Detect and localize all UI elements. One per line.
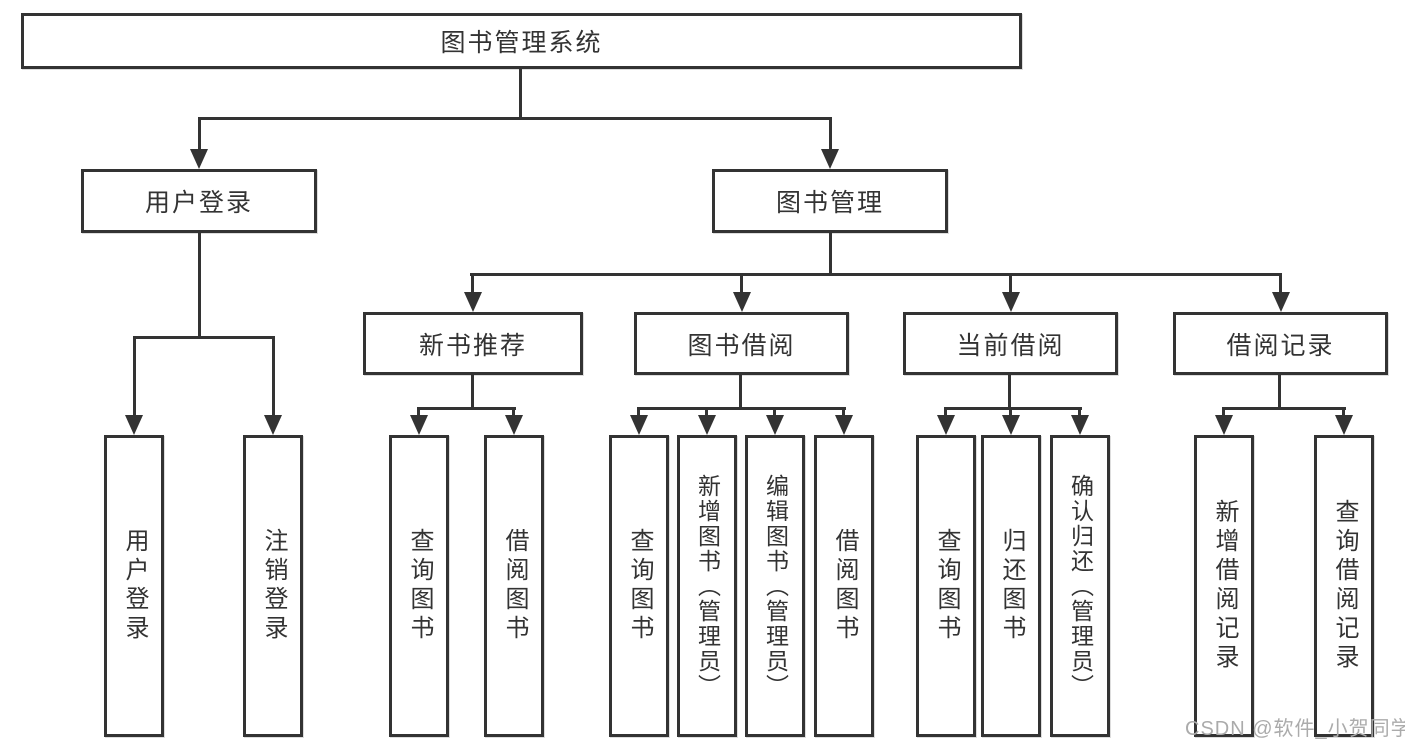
leaf-add-borrow-record-label: 新增借阅记录	[1211, 499, 1238, 673]
connector-drop-add-borrow-record	[1222, 407, 1225, 419]
node-user-login-label: 用户登录	[144, 189, 253, 217]
arrowhead-leaf-user-login	[125, 415, 143, 435]
connector-current-borrow-split	[944, 407, 1082, 410]
connector-drop-query-books-2	[637, 407, 640, 419]
arrowhead-query-books-3	[937, 415, 955, 435]
connector-borrow-records-split	[1222, 407, 1346, 410]
leaf-query-borrow-record-label: 查询借阅记录	[1331, 499, 1358, 673]
arrowhead-add-borrow-record	[1215, 415, 1233, 435]
arrowhead-query-books-2	[630, 415, 648, 435]
leaf-add-borrow-record: 新增借阅记录	[1194, 435, 1254, 737]
connector-drop-query-books-1	[417, 407, 420, 419]
connector-drop-user-login	[198, 117, 201, 151]
connector-book-management-stub	[829, 233, 832, 273]
node-book-borrow-label: 图书借阅	[687, 331, 796, 360]
connector-drop-current-borrow	[1009, 273, 1012, 294]
arrowhead-current-borrow	[1002, 292, 1020, 312]
arrowhead-new-book	[464, 292, 482, 312]
connector-drop-borrow-books-1	[512, 407, 515, 419]
leaf-borrow-books-2: 借阅图书	[814, 435, 874, 737]
leaf-return-book: 归还图书	[981, 435, 1041, 737]
node-root: 图书管理系统	[21, 13, 1022, 69]
arrowhead-borrow-books-1	[505, 415, 523, 435]
leaf-confirm-return-admin: 确认归还（管理员）	[1050, 435, 1110, 737]
connector-level2-split	[470, 273, 1282, 276]
leaf-query-books-2: 查询图书	[609, 435, 669, 737]
arrowhead-return-book	[1002, 415, 1020, 435]
leaf-add-book-admin-label: 新增图书（管理员）	[694, 473, 721, 699]
connector-drop-book-management	[829, 117, 832, 151]
node-new-book-recommend: 新书推荐	[363, 312, 583, 375]
node-borrow-records-label: 借阅记录	[1226, 331, 1335, 360]
connector-borrow-records-stub	[1278, 375, 1281, 408]
arrowhead-query-books-1	[410, 415, 428, 435]
node-current-borrow: 当前借阅	[903, 312, 1118, 375]
arrowhead-edit-book	[766, 415, 784, 435]
connector-new-book-stub	[471, 375, 474, 408]
leaf-user-login: 用户登录	[104, 435, 164, 737]
connector-level1-split	[198, 117, 832, 120]
arrowhead-borrow-records	[1272, 292, 1290, 312]
node-new-book-recommend-label: 新书推荐	[418, 331, 527, 360]
node-book-borrow: 图书借阅	[634, 312, 849, 375]
leaf-return-book-label: 归还图书	[998, 528, 1025, 644]
leaf-query-books-3-label: 查询图书	[933, 528, 960, 644]
connector-drop-leaf-logout	[272, 336, 275, 417]
arrowhead-book-borrow	[733, 292, 751, 312]
connector-drop-query-borrow-record	[1342, 407, 1345, 419]
node-current-borrow-label: 当前借阅	[956, 331, 1065, 360]
leaf-user-login-label: 用户登录	[121, 528, 148, 644]
connector-drop-leaf-user-login	[133, 336, 136, 417]
connector-book-borrow-stub	[739, 375, 742, 408]
connector-user-login-stub	[198, 233, 201, 336]
connector-drop-add-book	[705, 407, 708, 419]
connector-drop-return-book	[1009, 407, 1012, 419]
connector-drop-borrow-records	[1279, 273, 1282, 294]
leaf-query-books-2-label: 查询图书	[626, 528, 653, 644]
leaf-edit-book-admin: 编辑图书（管理员）	[745, 435, 805, 737]
node-user-login: 用户登录	[81, 169, 317, 233]
leaf-query-borrow-record: 查询借阅记录	[1314, 435, 1374, 737]
leaf-add-book-admin: 新增图书（管理员）	[677, 435, 737, 737]
connector-drop-new-book	[471, 273, 474, 294]
leaf-logout-label: 注销登录	[260, 528, 287, 644]
connector-drop-query-books-3	[944, 407, 947, 419]
arrowhead-user-login	[190, 149, 208, 169]
csdn-watermark: CSDN @软件_小贺同学	[1185, 718, 1405, 740]
connector-drop-edit-book	[773, 407, 776, 419]
connector-root-stub	[519, 69, 522, 117]
arrowhead-leaf-logout	[264, 415, 282, 435]
connector-drop-confirm-return	[1078, 407, 1081, 419]
arrowhead-query-borrow-record	[1335, 415, 1353, 435]
arrowhead-add-book	[698, 415, 716, 435]
node-root-label: 图书管理系统	[440, 29, 603, 57]
leaf-borrow-books-1: 借阅图书	[484, 435, 544, 737]
leaf-query-books-3: 查询图书	[916, 435, 976, 737]
connector-new-book-split	[417, 407, 516, 410]
arrowhead-borrow-books-2	[835, 415, 853, 435]
leaf-query-books-1: 查询图书	[389, 435, 449, 737]
leaf-confirm-return-admin-label: 确认归还（管理员）	[1067, 473, 1094, 699]
arrowhead-confirm-return	[1071, 415, 1089, 435]
leaf-query-books-1-label: 查询图书	[406, 528, 433, 644]
connector-user-login-split	[133, 336, 275, 339]
leaf-logout: 注销登录	[243, 435, 303, 737]
connector-drop-book-borrow	[740, 273, 743, 294]
arrowhead-book-management	[821, 149, 839, 169]
leaf-edit-book-admin-label: 编辑图书（管理员）	[762, 473, 789, 699]
leaf-borrow-books-1-label: 借阅图书	[501, 528, 528, 644]
connector-current-borrow-stub	[1008, 375, 1011, 408]
node-book-management: 图书管理	[712, 169, 948, 233]
node-book-management-label: 图书管理	[775, 189, 884, 217]
node-borrow-records: 借阅记录	[1173, 312, 1388, 375]
connector-book-borrow-split	[637, 407, 846, 410]
connector-drop-borrow-books-2	[842, 407, 845, 419]
leaf-borrow-books-2-label: 借阅图书	[831, 528, 858, 644]
